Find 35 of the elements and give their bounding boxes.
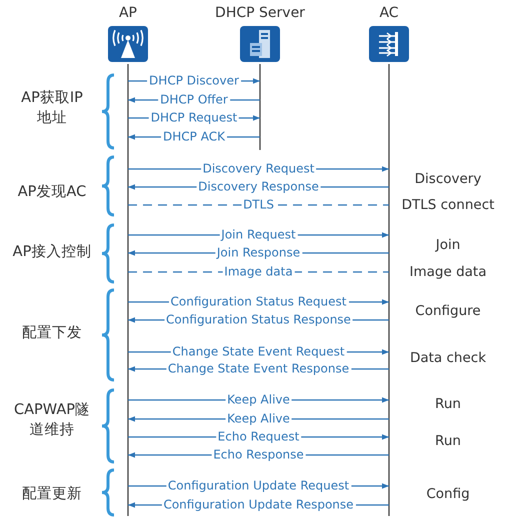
phase-label: AP接入控制 (12, 243, 92, 262)
state-label: Configure (415, 302, 481, 320)
state-label: Run (435, 395, 461, 413)
state-label: Discovery (414, 170, 482, 188)
edge-label: Change State Event Request (170, 344, 347, 360)
edge-label: Keep Alive (225, 392, 292, 408)
phase-label: 配置下发 (21, 324, 83, 343)
edge-label: Echo Request (216, 430, 302, 444)
state-label: Join (436, 236, 460, 254)
state-label: Run (435, 432, 461, 450)
edge-label: Join Request (219, 228, 298, 242)
participant-name: AP (118, 5, 138, 22)
edge-label: Configuration Update Response (161, 498, 356, 512)
edge-label: Configuration Update Request (166, 478, 352, 494)
participant-name: DHCP Server (214, 5, 306, 22)
phase-label: AP获取IP地址 (21, 89, 83, 128)
edge-label: DHCP Request (148, 110, 240, 126)
state-label: Config (426, 485, 470, 503)
edge-label: Keep Alive (225, 412, 292, 426)
phase-label: 配置更新 (21, 484, 83, 504)
state-label: Image data (410, 263, 486, 281)
edge-label: Change State Event Response (166, 362, 352, 376)
edge-label: Configuration Status Response (164, 312, 353, 328)
participant-name: AC (378, 5, 400, 22)
state-label: DTLS connect (402, 196, 494, 214)
edge-label: Join Response (214, 246, 302, 260)
message-line (128, 204, 389, 206)
edge-label: Image data (222, 264, 295, 280)
edge-label: Discovery Response (196, 180, 321, 194)
phase-label: AP发现AC (16, 183, 88, 202)
state-label: Data check (410, 349, 486, 367)
edge-label: Discovery Request (200, 162, 316, 176)
edge-label: Echo Response (211, 448, 306, 462)
edge-label: Configuration Status Request (168, 294, 348, 310)
phase-label: CAPWAP隧道维持 (13, 401, 91, 440)
